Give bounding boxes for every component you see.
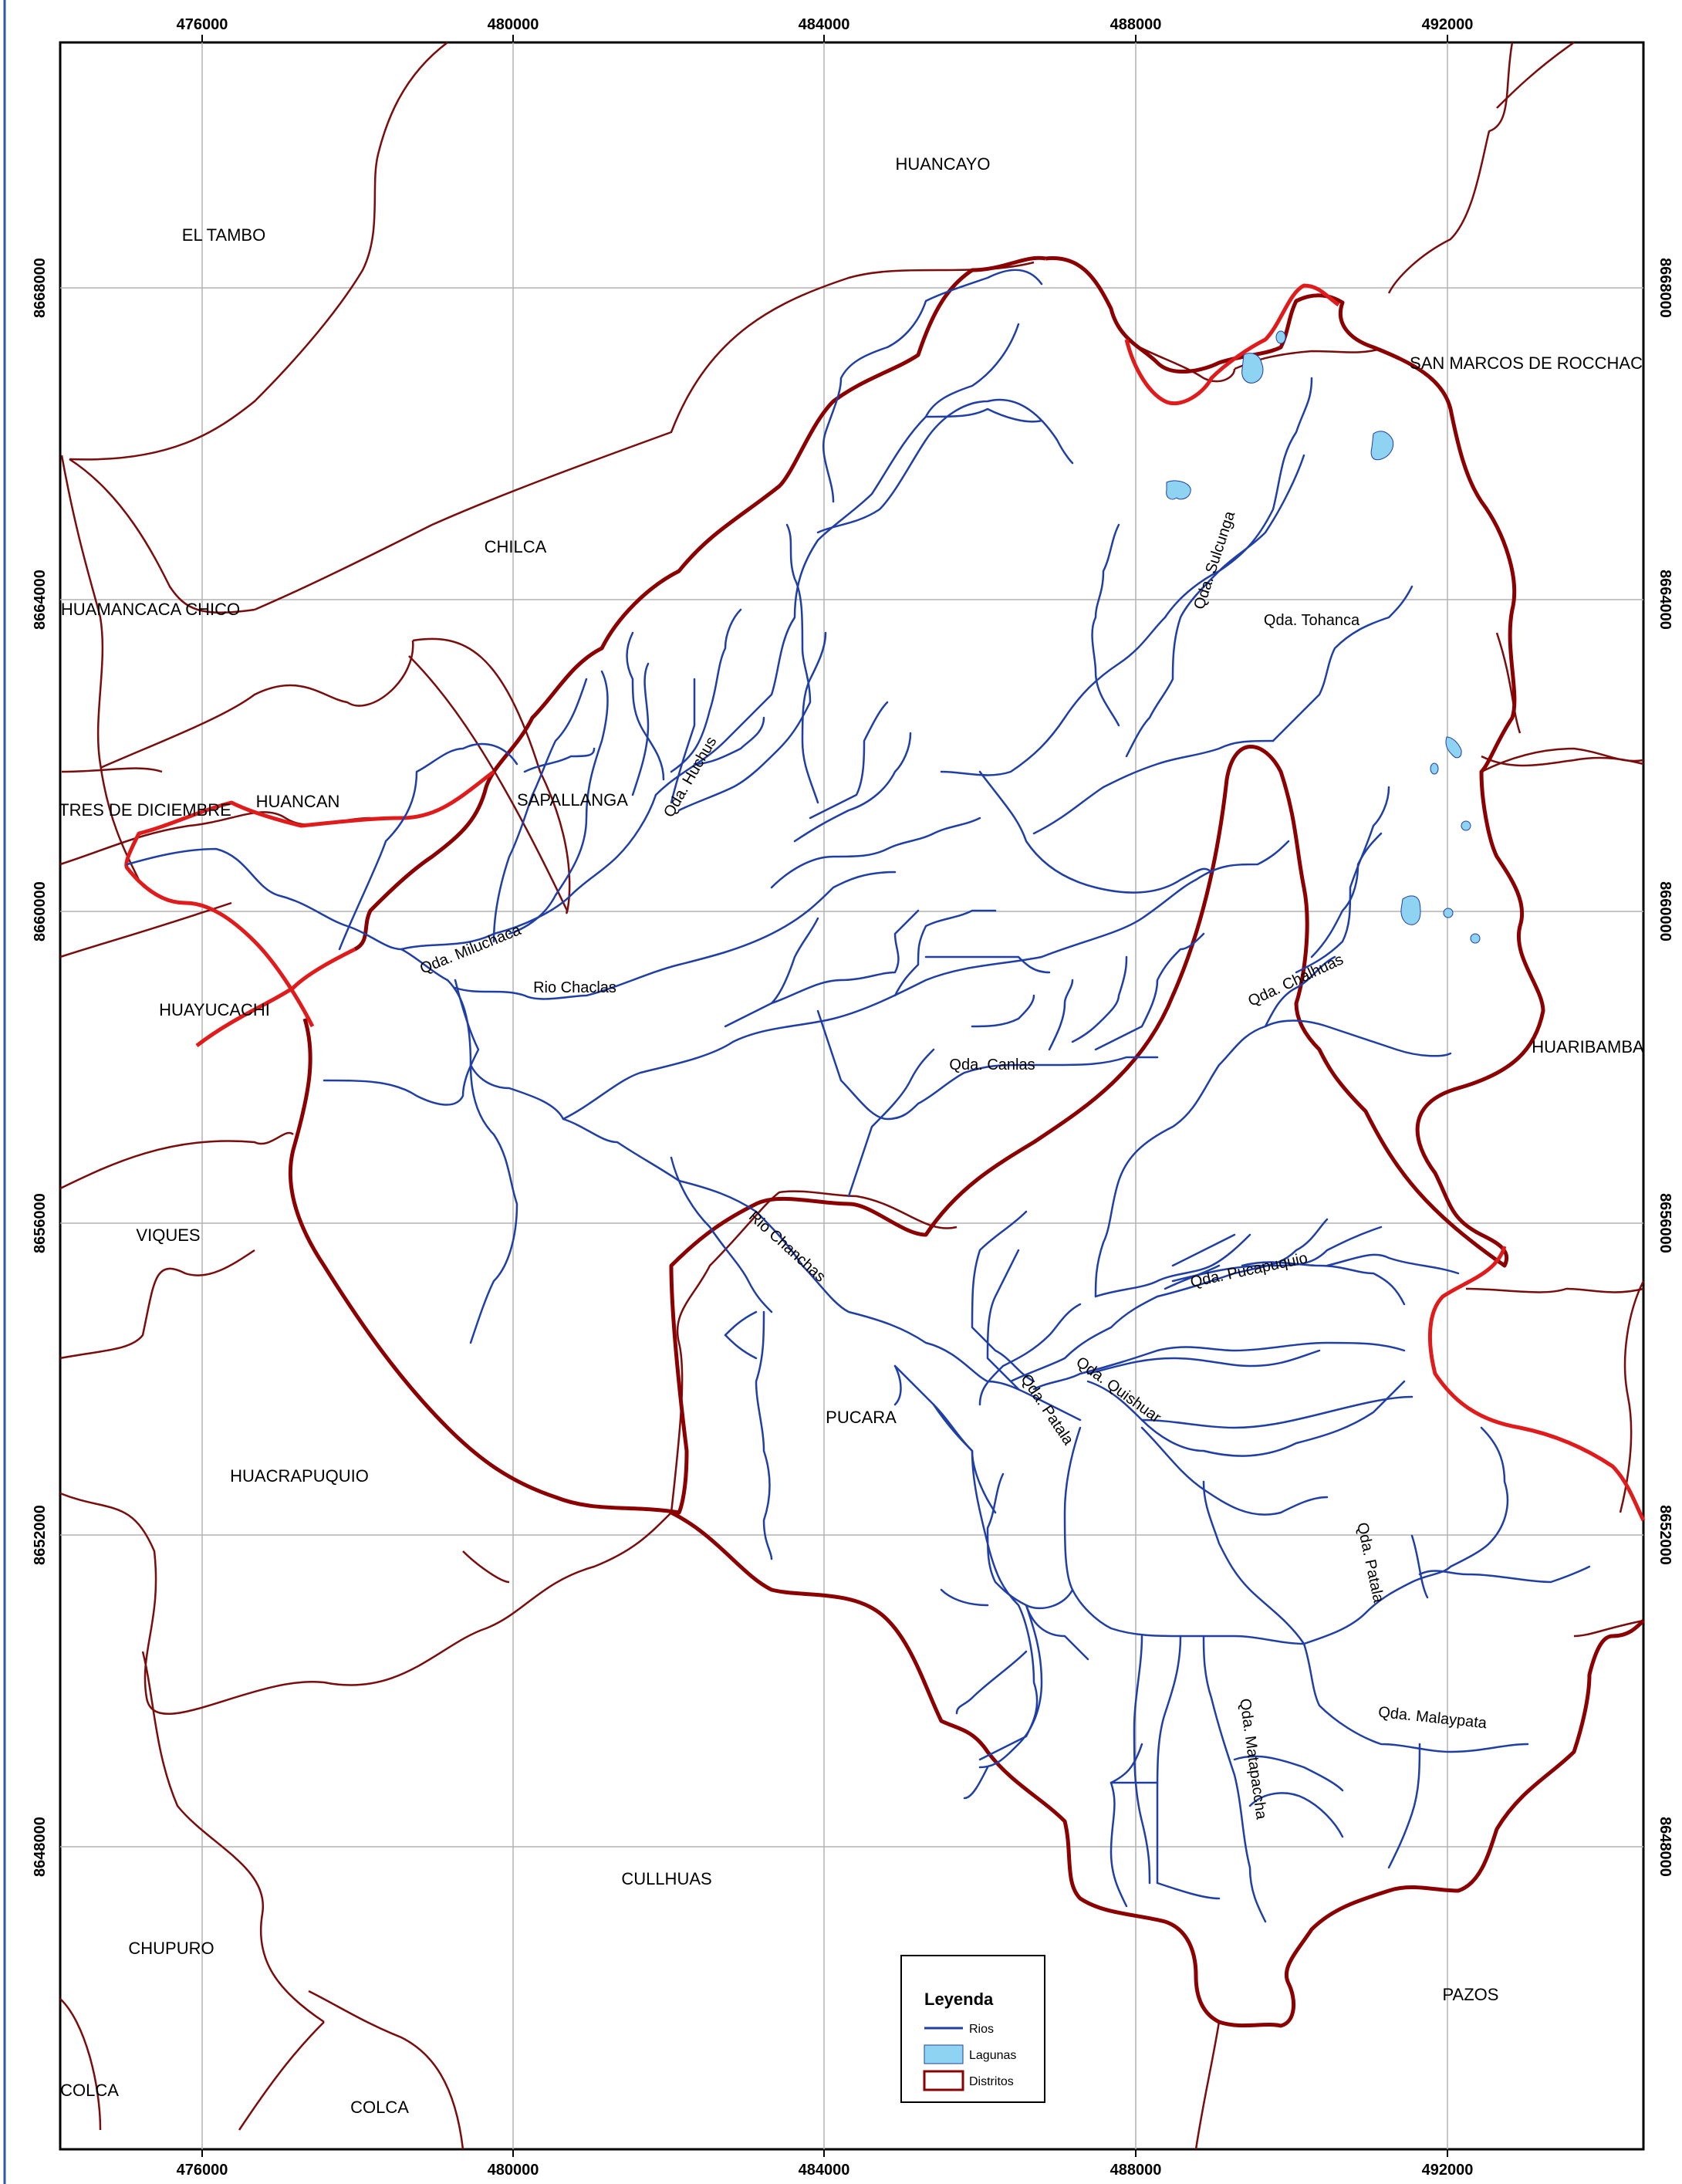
- y-tick-label: 8664000: [32, 570, 49, 630]
- district-label-huacrapuquio: HUACRAPUQUIO: [230, 1466, 369, 1486]
- lake-swatch-icon: [924, 2044, 964, 2064]
- y-tick-label: 8656000: [1657, 1193, 1674, 1253]
- legend-title: Leyenda: [924, 1990, 994, 2009]
- district-labels: HUANCAYO EL TAMBO SAN MARCOS DE ROCCHAC …: [59, 154, 1644, 2117]
- district-swatch-icon: [923, 2070, 964, 2091]
- y-tick-label: 8664000: [1657, 570, 1674, 630]
- district-borders: [59, 41, 1645, 2150]
- district-label-pucara: PUCARA: [826, 1408, 897, 1427]
- river-network: [126, 269, 1591, 1923]
- y-tick-label: 8656000: [32, 1193, 49, 1253]
- y-tick-labels-right: 8668000 8664000 8660000 8656000 8652000 …: [1657, 258, 1674, 1877]
- river-label-chaclas: Rio Chaclas: [533, 979, 616, 996]
- district-label-san-marcos: SAN MARCOS DE ROCCHAC: [1410, 353, 1643, 373]
- x-tick-label: 484000: [799, 16, 850, 33]
- x-tick-label: 484000: [799, 2162, 850, 2179]
- x-tick-label: 476000: [177, 16, 228, 33]
- district-label-huayucachi: HUAYUCACHI: [159, 1000, 270, 1019]
- legend-item-label: Distritos: [969, 2075, 1014, 2088]
- y-tick-label: 8648000: [1657, 1817, 1674, 1877]
- x-tick-labels-top: 476000 480000 484000 488000 492000: [177, 16, 1474, 33]
- x-tick-label: 492000: [1422, 16, 1474, 33]
- river-label-canlas: Qda. Canlas: [949, 1057, 1035, 1073]
- district-label-pazos: PAZOS: [1443, 1985, 1499, 2004]
- y-tick-label: 8668000: [32, 258, 49, 318]
- district-label-tres-de-diciembre: TRES DE DICIEMBRE: [59, 800, 231, 820]
- coordinate-grid: [60, 42, 1643, 2149]
- x-tick-label: 480000: [488, 2162, 539, 2179]
- study-area-border: [288, 255, 1645, 2028]
- district-label-huancayo: HUANCAYO: [895, 154, 990, 174]
- highlight-borders: [124, 283, 1646, 1522]
- district-label-colca: COLCA: [350, 2098, 409, 2117]
- x-tick-label: 488000: [1110, 16, 1162, 33]
- map-frame: [59, 41, 1645, 2151]
- district-label-huamancaca-chico: HUAMANCACA CHICO: [61, 600, 240, 619]
- x-tick-label: 488000: [1110, 2162, 1162, 2179]
- y-tick-labels-left: 8668000 8664000 8660000 8656000 8652000 …: [32, 258, 49, 1877]
- y-tick-label: 8660000: [32, 881, 49, 942]
- legend: Leyenda Rios Lagunas Distritos: [900, 1955, 1045, 2103]
- lakes: [1166, 330, 1481, 944]
- x-tick-labels-bottom: 476000 480000 484000 488000 492000: [177, 2162, 1474, 2179]
- district-label-cullhuas: CULLHUAS: [621, 1869, 711, 1888]
- y-tick-label: 8652000: [1657, 1505, 1674, 1565]
- district-label-viques: VIQUES: [136, 1226, 200, 1245]
- district-label-huaribamba: HUARIBAMBA: [1532, 1037, 1644, 1057]
- river-label-tohanca: Qda. Tohanca: [1264, 612, 1360, 629]
- district-label-sapallanga: SAPALLANGA: [517, 790, 628, 810]
- district-label-chupuro: CHUPURO: [128, 1939, 214, 1958]
- district-label-huancan: HUANCAN: [256, 792, 340, 811]
- x-tick-label: 492000: [1422, 2162, 1474, 2179]
- legend-item-label: Lagunas: [969, 2049, 1016, 2062]
- district-label-chilca: CHILCA: [485, 537, 547, 556]
- legend-item-label: Rios: [969, 2023, 994, 2036]
- y-tick-label: 8648000: [32, 1817, 49, 1877]
- x-tick-label: 476000: [177, 2162, 228, 2179]
- x-tick-label: 480000: [488, 16, 539, 33]
- y-tick-label: 8660000: [1657, 881, 1674, 942]
- y-tick-label: 8652000: [32, 1505, 49, 1565]
- district-label-el-tambo: EL TAMBO: [182, 225, 265, 245]
- district-label-colca: COLCA: [60, 2081, 119, 2100]
- y-tick-label: 8668000: [1657, 258, 1674, 318]
